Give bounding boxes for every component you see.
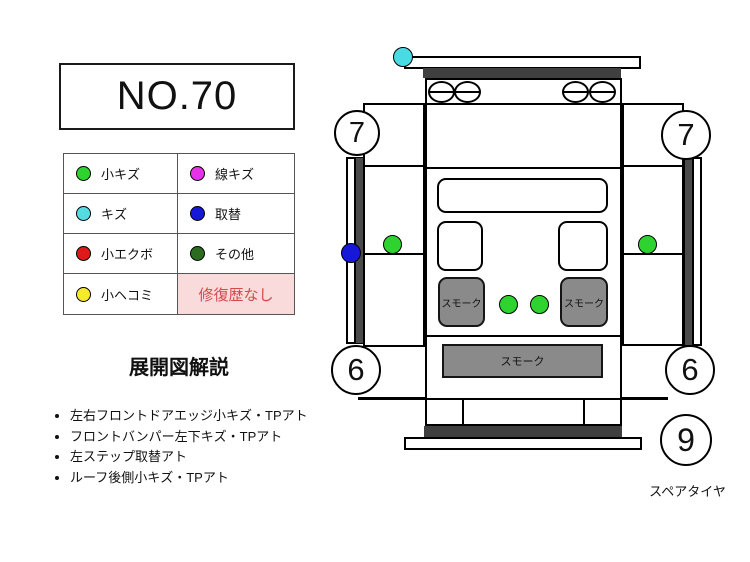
sheet-number-box: NO.70 bbox=[59, 63, 295, 130]
legend-label: 小エクボ bbox=[101, 247, 154, 262]
smoke-label: スモーク bbox=[441, 298, 482, 310]
scratch-dot-icon bbox=[76, 206, 91, 221]
damage-marker bbox=[498, 294, 518, 314]
tail-panel-center bbox=[462, 398, 585, 426]
rear-bumper-bottom bbox=[404, 437, 642, 450]
legend-label: 小キズ bbox=[101, 167, 141, 182]
grade-badge: 7 bbox=[661, 110, 711, 160]
legend-label: その他 bbox=[215, 247, 255, 262]
hood-panel bbox=[425, 103, 622, 169]
right-rear-quarter-panel bbox=[622, 253, 684, 346]
sheet-number: NO.70 bbox=[116, 74, 238, 118]
grade-badge: 7 bbox=[334, 110, 380, 156]
grade-badge: 6 bbox=[665, 345, 715, 395]
tail-panel-left bbox=[425, 398, 464, 426]
explanation-notes: 左右フロントドアエッジ小キズ・TPアト フロントバンパー左下キズ・TPアト 左ス… bbox=[52, 406, 370, 488]
grade-badge: 9 bbox=[660, 414, 712, 466]
right-step-outer bbox=[692, 157, 702, 346]
front-window-right bbox=[558, 221, 608, 271]
small-dimple-dot-icon bbox=[76, 246, 91, 261]
legend-item-small-scratch: 小キズ bbox=[64, 154, 178, 194]
left-outline-bottom bbox=[358, 397, 425, 400]
left-rear-quarter-panel bbox=[363, 253, 425, 347]
legend-item-line-scratch: 線キズ bbox=[178, 154, 294, 194]
no-repair-history-label: 修復歴なし bbox=[198, 286, 274, 304]
smoke-label: スモーク bbox=[564, 298, 604, 310]
no-repair-history-cell: 修復歴なし bbox=[178, 274, 294, 314]
windshield bbox=[437, 178, 608, 213]
legend-item-small-dent: 小ヘコミ bbox=[64, 274, 178, 314]
tail-panel-right bbox=[583, 398, 622, 426]
smoke-window-right: スモーク bbox=[560, 277, 608, 327]
legend-label: 小ヘコミ bbox=[101, 287, 154, 303]
front-cowl-strip bbox=[423, 68, 621, 78]
damage-legend: 小キズ 線キズ キズ 取替 小エクボ その他 小ヘコミ 修復歴なし bbox=[63, 153, 295, 315]
legend-item-replaced: 取替 bbox=[178, 194, 294, 234]
grade-badge: 6 bbox=[331, 345, 381, 395]
note-item: フロントバンパー左下キズ・TPアト bbox=[70, 427, 370, 448]
explanation-heading: 展開図解説 bbox=[129, 357, 229, 379]
damage-marker bbox=[529, 294, 549, 314]
front-window-left bbox=[437, 221, 483, 271]
smoke-window-left: スモーク bbox=[438, 277, 485, 327]
replaced-dot-icon bbox=[190, 206, 205, 221]
note-item: 左ステップ取替アト bbox=[70, 447, 370, 468]
small-scratch-dot-icon bbox=[76, 166, 91, 181]
headlamp-icon bbox=[428, 81, 455, 103]
other-dot-icon bbox=[190, 246, 205, 261]
small-dent-dot-icon bbox=[76, 286, 91, 302]
legend-label: 線キズ bbox=[215, 167, 255, 182]
headlamp-icon bbox=[589, 81, 616, 103]
legend-item-other: その他 bbox=[178, 234, 294, 274]
note-item: 左右フロントドアエッジ小キズ・TPアト bbox=[70, 406, 370, 427]
right-outline-bottom bbox=[622, 397, 668, 400]
damage-marker bbox=[393, 47, 413, 67]
rear-valance-strip bbox=[424, 426, 622, 437]
spare-tire-label: スペアタイヤ bbox=[649, 484, 726, 499]
note-item: ルーフ後側小キズ・TPアト bbox=[70, 468, 370, 489]
headlamp-icon bbox=[562, 81, 589, 103]
damage-marker bbox=[341, 243, 361, 263]
line-scratch-dot-icon bbox=[190, 166, 205, 181]
smoke-rear-window: スモーク bbox=[442, 344, 603, 378]
legend-item-small-dimple: 小エクボ bbox=[64, 234, 178, 274]
smoke-label: スモーク bbox=[500, 356, 545, 368]
damage-marker bbox=[382, 234, 402, 254]
legend-label: キズ bbox=[101, 207, 128, 222]
headlamp-icon bbox=[454, 81, 481, 103]
damage-marker bbox=[637, 234, 657, 254]
legend-label: 取替 bbox=[215, 207, 242, 222]
legend-item-scratch: キズ bbox=[64, 194, 178, 234]
